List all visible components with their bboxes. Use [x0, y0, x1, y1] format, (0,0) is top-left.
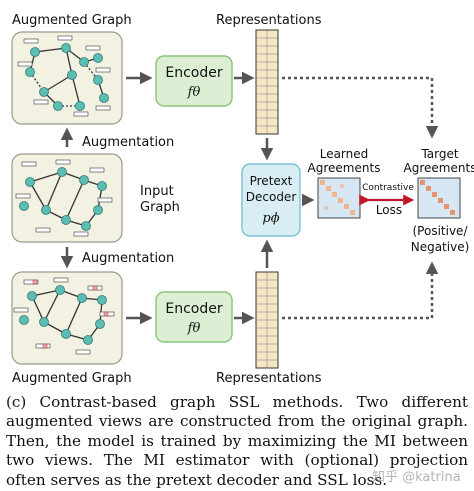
pretext-label-1: Pretext	[250, 174, 293, 188]
input-graph-label-2: Graph	[140, 200, 180, 215]
encoder-bottom-fn: fθ	[187, 321, 201, 336]
figure-caption: (c) Contrast-based graph SSL methods. Tw…	[6, 393, 468, 489]
positive-negative-label-1: (Positive/	[413, 224, 469, 238]
positive-negative-label-2: Negative)	[411, 240, 470, 254]
augmentation-bottom-label: Augmentation	[82, 251, 174, 266]
learned-agreements-matrix	[317, 177, 361, 219]
pretext-decoder	[241, 163, 301, 237]
encoder-top	[155, 55, 233, 107]
encoder-bottom-label: Encoder	[165, 301, 222, 317]
contrastive-label: Contrastive	[362, 183, 414, 193]
watermark: 知乎 @katrina	[372, 470, 461, 485]
augmented-graph-top-label: Augmented Graph	[12, 13, 132, 28]
augmentation-top-label: Augmentation	[82, 135, 174, 150]
target-label-2: Agreements	[404, 161, 474, 175]
encoder-top-fn: fθ	[187, 85, 201, 100]
target-agreements-matrix	[417, 177, 461, 219]
representations-top-matrix	[255, 29, 279, 135]
pretext-label-2: Decoder	[246, 190, 297, 204]
representations-bottom-matrix	[255, 271, 279, 369]
target-label-1: Target	[420, 147, 458, 161]
augmented-graph-bottom-label: Augmented Graph	[12, 371, 132, 386]
learned-label-2: Agreements	[308, 161, 381, 175]
encoder-bottom	[155, 291, 233, 343]
learned-label-1: Learned	[320, 147, 369, 161]
input-graph	[11, 153, 123, 243]
loss-label: Loss	[376, 203, 402, 217]
diagram-canvas: Augmented Graph Representations	[11, 13, 474, 386]
representations-top-label: Representations	[216, 13, 322, 28]
input-graph-label-1: Input	[140, 184, 174, 199]
representations-bottom-label: Representations	[216, 371, 322, 386]
pretext-fn: pϕ	[262, 211, 279, 226]
augmented-graph-top	[11, 31, 123, 125]
encoder-top-label: Encoder	[165, 65, 222, 81]
augmented-graph-bottom	[11, 271, 123, 365]
